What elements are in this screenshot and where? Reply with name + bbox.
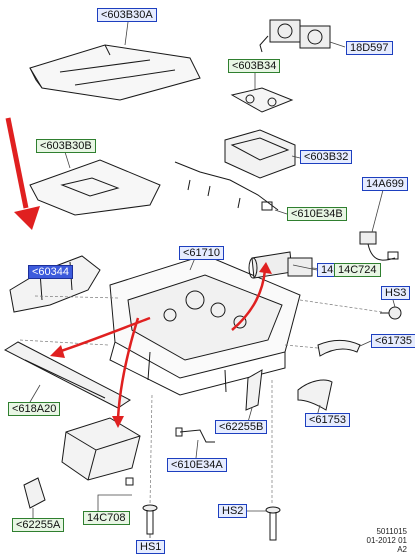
tray-603b32 [224, 129, 296, 179]
seat-cushion-pad-lower [29, 159, 161, 216]
part-label-603b34[interactable]: <603B34 [228, 59, 281, 73]
drawing-code-number: 5011015 [376, 527, 407, 536]
arrow-to-rail-head [50, 345, 65, 358]
dashed-guides [19, 295, 383, 506]
arrow-down-left [5, 117, 40, 230]
part-label-618a20[interactable]: <618A20 [8, 402, 61, 416]
connector-14a699 [359, 231, 399, 261]
arrow-to-motor-head [259, 262, 272, 274]
part-label-610e34b[interactable]: <610E34B [287, 207, 347, 221]
part-label-62255b[interactable]: <62255B [215, 420, 268, 434]
lumbar-pump-motor [259, 19, 331, 53]
clip-61735 [317, 340, 361, 357]
screw-hs3 [380, 306, 402, 320]
red-arrows [5, 117, 272, 428]
control-module-14c708 [61, 417, 141, 486]
arrow-to-module [116, 317, 140, 419]
part-label-603b30a[interactable]: <603B30A [97, 8, 157, 22]
part-label-hs1[interactable]: HS1 [136, 540, 166, 554]
part-label-603b30b[interactable]: <603B30B [36, 139, 96, 153]
arrow-to-motor [231, 269, 267, 331]
bracket-62255b [245, 369, 263, 411]
part-label-61753[interactable]: <61753 [305, 413, 351, 427]
part-label-61710[interactable]: <61710 [179, 246, 225, 260]
part-label-603b32[interactable]: <603B32 [300, 150, 353, 164]
part-label-14a699[interactable]: 14A699 [362, 177, 408, 191]
part-label-62255a[interactable]: <62255A [12, 518, 65, 532]
part-label-hs2[interactable]: HS2 [218, 504, 248, 518]
bolt-hs2 [265, 506, 281, 541]
trim-cover-61753 [297, 379, 333, 411]
part-label-18d597[interactable]: 18D597 [346, 41, 393, 55]
part-label-14c708[interactable]: 14C708 [83, 511, 130, 525]
part-label-60344[interactable]: <60344 [28, 265, 74, 279]
bolt-hs1 [142, 504, 158, 535]
wiring-harness-610e34b [174, 161, 279, 211]
part-label-610e34a[interactable]: <610E34A [167, 458, 227, 472]
part-label-14c724[interactable]: 14C724 [334, 263, 381, 277]
seat-motor-14547 [248, 251, 293, 279]
part-label-hs3[interactable]: HS3 [381, 286, 411, 300]
wiring-harness-610e34a [175, 427, 215, 443]
drawing-code: 5011015 01-2012 01 A2 [367, 527, 407, 554]
module-14c724 [287, 257, 313, 277]
part-label-61735[interactable]: <61735 [371, 334, 415, 348]
drawing-code-revision: A2 [397, 545, 407, 554]
seat-cushion-panel-upper [29, 44, 201, 101]
leader-lines [29, 21, 396, 538]
seat-rail-618a20 [3, 341, 131, 409]
arrow-to-rail [57, 316, 151, 354]
seat-frame-61710 [109, 254, 301, 396]
bracket-62255a [23, 477, 46, 509]
mounting-plate-603b34 [230, 87, 294, 113]
drawing-code-date: 01-2012 01 [366, 536, 407, 545]
arrow-to-module-head [112, 416, 124, 428]
